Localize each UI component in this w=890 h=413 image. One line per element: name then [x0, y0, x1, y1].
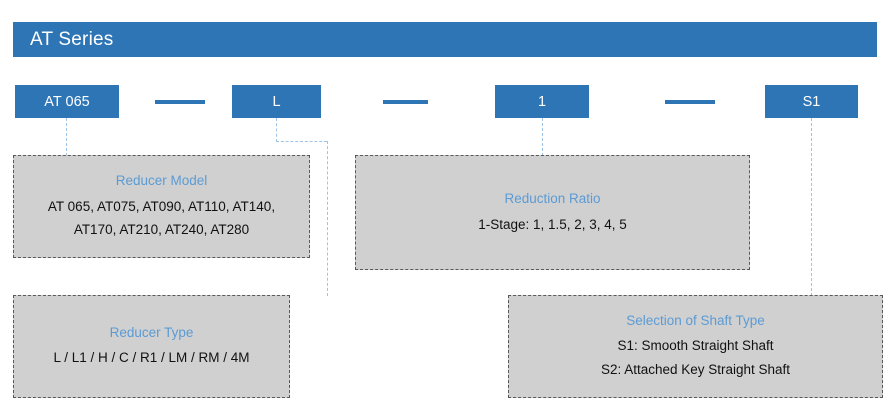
callout-title: Reduction Ratio [504, 190, 601, 206]
callout-title: Selection of Shaft Type [626, 313, 765, 329]
series-title: AT Series [30, 28, 114, 50]
callout-reduction-ratio: Reduction Ratio 1-Stage: 1, 1.5, 2, 3, 4… [355, 155, 750, 270]
series-header-bar: AT Series [13, 22, 877, 57]
callout-line: AT170, AT210, AT240, AT280 [73, 222, 250, 238]
callout-line: S2: Attached Key Straight Shaft [600, 361, 791, 377]
connector-segment-vertical [327, 141, 328, 296]
code-box-reducer-model[interactable]: AT 065 [15, 85, 119, 118]
separator-dash-1 [155, 100, 205, 104]
callout-title: Reducer Model [115, 172, 208, 188]
callout-reducer-model: Reducer Model AT 065, AT075, AT090, AT11… [13, 155, 310, 258]
callout-reducer-type: Reducer Type L / L1 / H / C / R1 / LM / … [13, 295, 290, 398]
code-box-reduction-ratio[interactable]: 1 [495, 85, 589, 118]
connector-segment-horizontal [276, 141, 327, 142]
separator-dash-2 [383, 100, 428, 104]
callout-title: Reducer Type [109, 325, 194, 341]
code-box-shaft-type[interactable]: S1 [765, 85, 858, 118]
code-box-reducer-type[interactable]: L [232, 85, 321, 118]
connector-segment-vertical [276, 118, 277, 142]
connector-segment-vertical [811, 118, 812, 296]
callout-line: 1-Stage: 1, 1.5, 2, 3, 4, 5 [478, 216, 627, 232]
callout-shaft-type: Selection of Shaft Type S1: Smooth Strai… [508, 295, 883, 398]
callout-line: AT 065, AT075, AT090, AT110, AT140, [47, 198, 276, 214]
separator-dash-3 [665, 100, 715, 104]
connector-segment-vertical [66, 118, 67, 156]
connector-segment-vertical [542, 118, 543, 156]
callout-line: S1: Smooth Straight Shaft [617, 338, 774, 354]
callout-line: L / L1 / H / C / R1 / LM / RM / 4M [53, 350, 250, 366]
